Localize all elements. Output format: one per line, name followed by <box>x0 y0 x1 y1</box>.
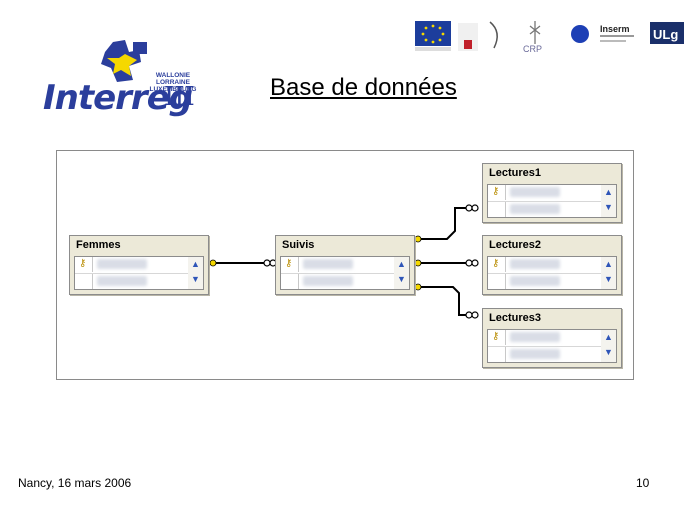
crp-label: CRP <box>523 44 542 54</box>
scroll-down-icon[interactable]: ▼ <box>604 347 613 357</box>
table-scrollbar[interactable]: ▲▼ <box>601 185 616 217</box>
database-diagram: Femmes ⚷ ▲▼ Suivis ⚷ ▲▼ Lectures1 ⚷ ▲▼ L… <box>56 150 634 380</box>
table-lectures3[interactable]: Lectures3 ⚷ ▲▼ <box>482 308 622 368</box>
field-name-redacted <box>510 259 560 269</box>
table-title: Lectures2 <box>489 239 541 251</box>
relationship-key-icon <box>414 259 422 267</box>
table-scrollbar[interactable]: ▲▼ <box>601 330 616 362</box>
department-logo <box>458 23 478 51</box>
crp-caduceus-icon <box>529 21 541 44</box>
field-name-redacted <box>303 276 353 286</box>
relation-suivis-lectures3 <box>413 286 477 316</box>
key-icon: ⚷ <box>492 331 500 342</box>
scroll-up-icon[interactable]: ▲ <box>191 259 200 269</box>
chu-logo <box>489 21 498 49</box>
field-name-redacted <box>510 332 560 342</box>
field-name-redacted <box>510 276 560 286</box>
table-title: Lectures1 <box>489 167 541 179</box>
table-lectures1[interactable]: Lectures1 ⚷ ▲▼ <box>482 163 622 223</box>
scroll-up-icon[interactable]: ▲ <box>397 259 406 269</box>
footer-page-number: 10 <box>636 476 650 490</box>
table-title: Suivis <box>282 239 315 251</box>
table-femmes[interactable]: Femmes ⚷ ▲▼ <box>69 235 209 295</box>
inserm-label: Inserm <box>600 24 630 34</box>
table-title: Lectures3 <box>489 312 541 324</box>
interreg-logo-numeral: III <box>164 82 195 112</box>
scroll-down-icon[interactable]: ▼ <box>604 202 613 212</box>
relationship-infinity-icon <box>465 311 473 319</box>
key-icon: ⚷ <box>492 258 500 269</box>
key-icon: ⚷ <box>492 186 500 197</box>
footer-place-date: Nancy, 16 mars 2006 <box>18 476 132 490</box>
relationship-lines <box>208 204 479 319</box>
slide-title: Base de données <box>270 74 457 101</box>
ulg-label: ULg <box>653 27 678 42</box>
table-scrollbar[interactable]: ▲▼ <box>601 257 616 289</box>
relationship-key-icon <box>414 235 422 243</box>
scroll-up-icon[interactable]: ▲ <box>604 259 613 269</box>
relationship-infinity-icon <box>465 259 473 267</box>
ulg-logo <box>650 22 684 44</box>
relationship-key-icon <box>209 259 217 267</box>
table-title: Femmes <box>76 239 121 251</box>
scroll-up-icon[interactable]: ▲ <box>604 332 613 342</box>
field-name-redacted <box>510 187 560 197</box>
relation-suivis-lectures1 <box>413 207 477 240</box>
field-name-redacted <box>510 349 560 359</box>
interreg-logo-wordmark: Interreg <box>43 78 193 118</box>
relationship-infinity-icon <box>263 259 271 267</box>
interreg-logo-subtitle: WALLONIE LORRAINE LUXEMBOURG <box>149 72 197 93</box>
table-scrollbar[interactable]: ▲▼ <box>188 257 203 289</box>
scroll-down-icon[interactable]: ▼ <box>397 274 406 284</box>
relationship-key-icon <box>414 283 422 291</box>
partner-globe-icon <box>571 25 589 43</box>
scroll-down-icon[interactable]: ▼ <box>604 274 613 284</box>
partner-logos: CRP Inserm ULg <box>410 18 685 58</box>
key-icon: ⚷ <box>79 258 87 269</box>
key-icon: ⚷ <box>285 258 293 269</box>
scroll-down-icon[interactable]: ▼ <box>191 274 200 284</box>
table-lectures2[interactable]: Lectures2 ⚷ ▲▼ <box>482 235 622 295</box>
field-name-redacted <box>303 259 353 269</box>
relationship-infinity-icon <box>465 204 473 212</box>
interreg-logo-mark <box>101 40 147 82</box>
eu-stars <box>421 24 445 44</box>
table-suivis[interactable]: Suivis ⚷ ▲▼ <box>275 235 415 295</box>
field-name-redacted <box>510 204 560 214</box>
field-name-redacted <box>97 276 147 286</box>
field-name-redacted <box>97 259 147 269</box>
scroll-up-icon[interactable]: ▲ <box>604 187 613 197</box>
table-scrollbar[interactable]: ▲▼ <box>394 257 409 289</box>
